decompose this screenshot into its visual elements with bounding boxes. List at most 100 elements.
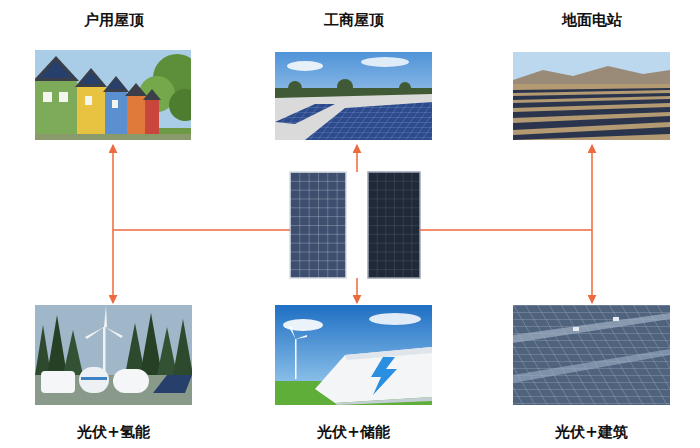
scene-caption: 光伏+建筑 — [513, 422, 670, 442]
hydrogen-photo — [35, 305, 192, 405]
house-roof-photo — [35, 80, 77, 140]
scene-caption: 工商屋顶 — [275, 10, 432, 30]
commercial-roof-photo — [275, 52, 432, 140]
storage-photo — [371, 357, 397, 395]
house-roof-photo — [105, 91, 127, 140]
commercial-roof-photo — [275, 104, 335, 124]
house-roof-photo — [103, 76, 129, 92]
storage-photo — [283, 319, 323, 331]
building-photo — [513, 305, 670, 405]
ground-station-photo — [513, 99, 670, 108]
solar-panel — [290, 172, 346, 278]
hydrogen-photo — [63, 330, 83, 375]
ground-station-photo — [513, 66, 670, 86]
ground-station-photo — [513, 88, 670, 93]
hydrogen-photo — [81, 377, 107, 380]
building-photo — [513, 305, 670, 405]
application-node: 户用屋顶 — [35, 10, 192, 140]
ground-station-photo — [513, 52, 670, 140]
storage-photo — [315, 347, 432, 403]
house-roof-photo — [143, 89, 161, 100]
hydrogen-photo — [85, 327, 104, 339]
scene-caption: 户用屋顶 — [35, 10, 192, 30]
scene-caption: 光伏+储能 — [275, 422, 432, 442]
building-photo — [613, 317, 619, 321]
house-roof-photo — [77, 86, 105, 140]
house-roof-photo — [35, 134, 191, 140]
hydrogen-photo — [157, 327, 177, 375]
house-roof-photo — [33, 50, 201, 140]
commercial-roof-photo — [361, 57, 409, 67]
hydrogen-photo — [140, 313, 162, 375]
storage-photo — [275, 305, 432, 405]
house-roof-photo — [43, 92, 52, 102]
house-roof-photo — [127, 95, 145, 140]
house-roof-photo — [80, 72, 102, 84]
commercial-roof-photo — [337, 79, 353, 95]
branch-line — [113, 145, 592, 303]
solar-panel — [368, 172, 420, 278]
building-photo — [513, 313, 670, 343]
branch-line — [113, 229, 290, 231]
application-node: 光伏+氢能 — [35, 305, 192, 442]
house-roof-photo — [59, 92, 68, 102]
house-roof-photo — [112, 100, 118, 108]
hydrogen-photo — [153, 375, 192, 393]
hydrogen-photo — [105, 327, 123, 338]
branch-line — [112, 145, 114, 230]
branch-line — [112, 230, 114, 303]
storage-photo — [296, 335, 308, 339]
branch-line — [591, 145, 593, 230]
application-node: 工商屋顶 — [275, 10, 432, 140]
house-roof-photo — [33, 56, 79, 81]
ground-station-photo — [513, 93, 670, 100]
application-node: 地面电站 — [513, 10, 670, 140]
hydrogen-photo — [41, 371, 75, 393]
storage-photo — [369, 313, 421, 325]
building-photo — [513, 305, 670, 405]
house-roof-photo — [75, 68, 107, 87]
house-roof-photo — [39, 61, 73, 78]
storage-photo — [335, 397, 432, 405]
house-roof-photo — [85, 96, 92, 105]
hydrogen-photo — [113, 369, 149, 393]
commercial-roof-photo — [275, 52, 432, 140]
application-node: 光伏+储能 — [275, 305, 432, 442]
commercial-roof-photo — [287, 61, 323, 71]
hydrogen-photo — [104, 305, 107, 327]
branch-line — [356, 278, 358, 303]
storage-photo — [289, 326, 296, 339]
solar-panel — [368, 172, 420, 278]
storage-photo — [295, 339, 297, 379]
hydrogen-photo — [79, 367, 109, 393]
application-node: 光伏+建筑 — [513, 305, 670, 442]
scene-caption: 光伏+氢能 — [35, 422, 192, 442]
commercial-roof-photo — [275, 94, 432, 140]
commercial-roof-photo — [288, 81, 302, 95]
branch-line — [356, 145, 358, 172]
hydrogen-photo — [173, 319, 193, 375]
hydrogen-photo — [47, 315, 67, 375]
ground-station-photo — [513, 116, 670, 130]
scene-caption: 地面电站 — [513, 10, 670, 30]
ground-station-photo — [513, 84, 670, 140]
solar-panel — [290, 172, 346, 278]
building-photo — [513, 349, 670, 383]
branch-line — [591, 230, 593, 303]
house-roof-photo — [107, 79, 125, 89]
branch-line — [420, 229, 592, 231]
hydrogen-photo — [35, 305, 193, 405]
storage-photo — [275, 305, 432, 405]
house-roof-photo — [169, 89, 201, 121]
ground-station-photo — [513, 52, 670, 140]
house-roof-photo — [145, 99, 159, 140]
commercial-roof-photo — [399, 82, 411, 94]
building-photo — [573, 327, 579, 331]
house-roof-photo — [125, 83, 147, 96]
ground-station-photo — [513, 107, 670, 118]
ground-station-photo — [513, 127, 670, 140]
